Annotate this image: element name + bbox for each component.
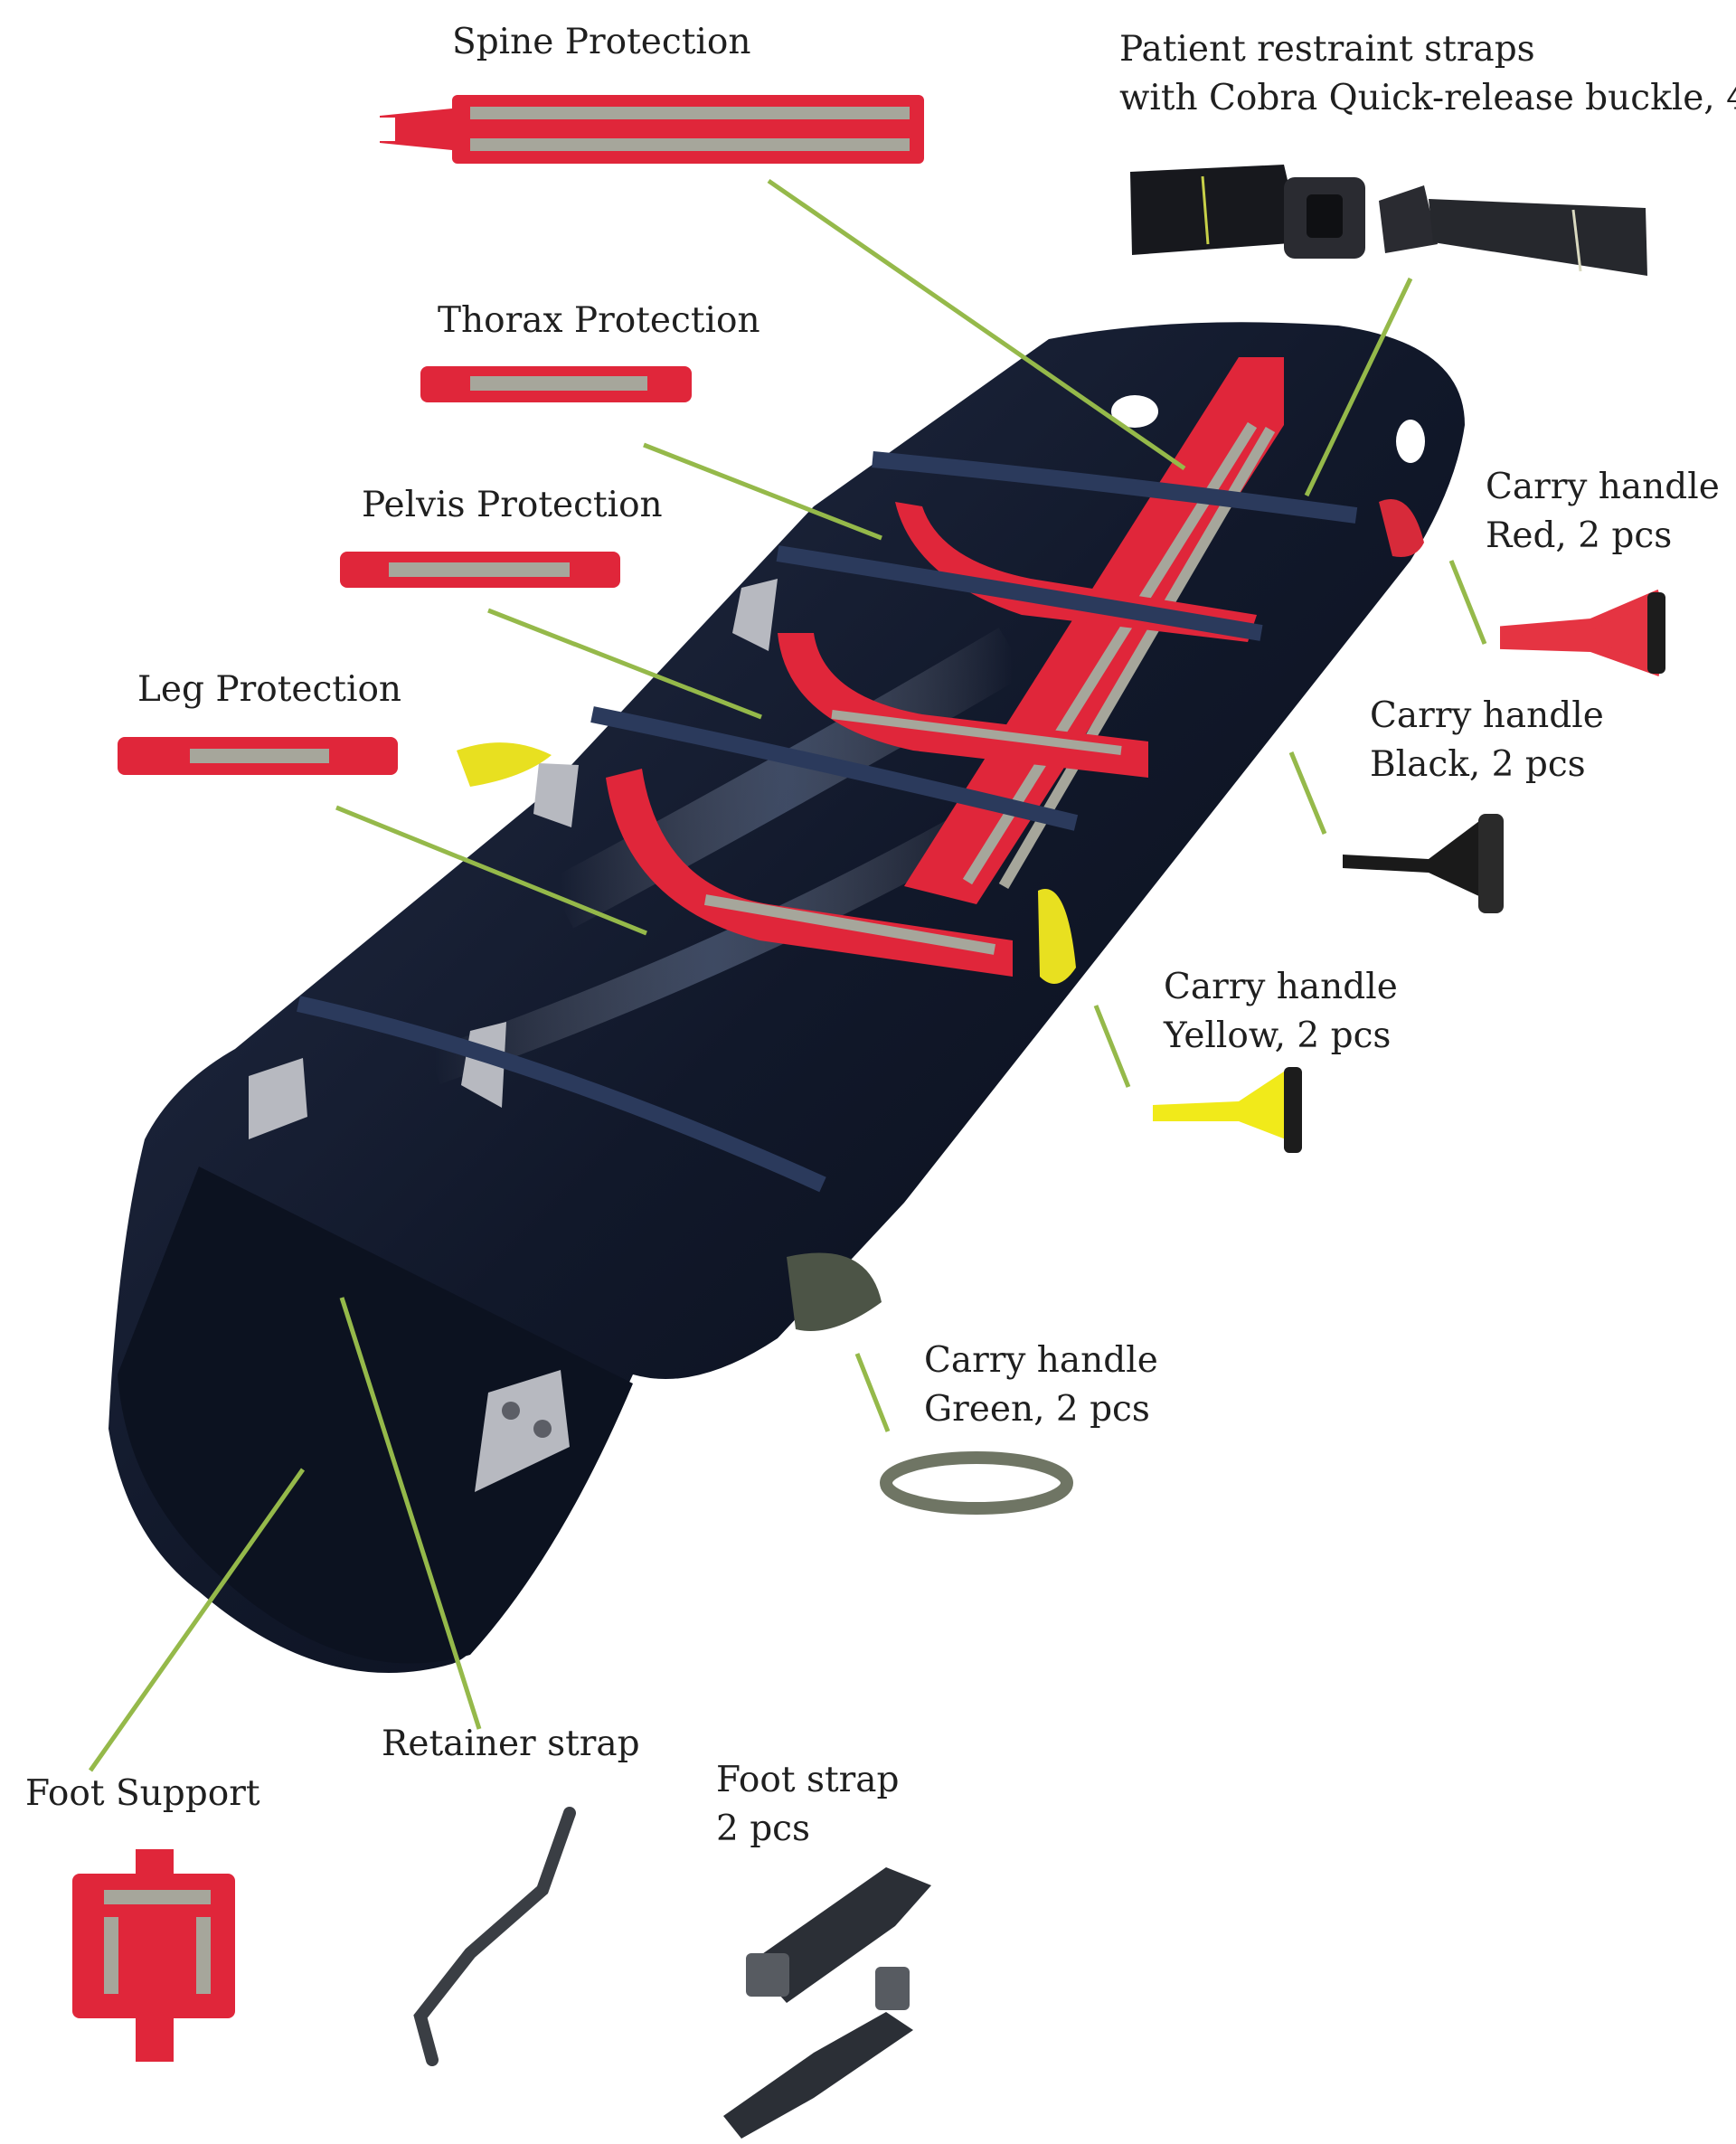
label-carry-green: Carry handle Green, 2 pcs [924, 1336, 1158, 1434]
label-thorax-text: Thorax Protection [438, 300, 760, 341]
leader-thorax [643, 442, 882, 541]
leader-black [1288, 751, 1327, 835]
label-retainer-strap: Retainer strap [382, 1720, 640, 1769]
label-pelvis-protection: Pelvis Protection [362, 481, 663, 530]
mounted-leg-protection [606, 769, 1013, 977]
leader-green [854, 1353, 891, 1432]
stretcher-straps [297, 451, 1358, 1193]
label-foot-strap-line2: 2 pcs [716, 1809, 811, 1849]
pelvis-protection-part [340, 552, 620, 588]
leader-retainer [339, 1297, 482, 1730]
leg-protection-part [118, 737, 398, 775]
label-leg-protection: Leg Protection [137, 666, 401, 714]
thorax-protection-part [420, 366, 692, 402]
label-pelvis-text: Pelvis Protection [362, 485, 663, 525]
label-carry-green-line2: Green, 2 pcs [924, 1389, 1150, 1430]
mounted-red-handle [1379, 499, 1424, 557]
label-patient-straps: Patient restraint straps with Cobra Quic… [1119, 25, 1736, 123]
label-foot-support: Foot Support [25, 1770, 260, 1818]
label-retainer-text: Retainer strap [382, 1724, 640, 1764]
leader-leg [335, 805, 647, 936]
label-carry-red: Carry handle Red, 2 pcs [1486, 463, 1720, 561]
red-carry-handle [1500, 589, 1665, 676]
mounted-pelvis-protection [778, 633, 1148, 778]
leader-yellow [1093, 1005, 1131, 1088]
label-foot-strap-line1: Foot strap [716, 1760, 900, 1800]
label-carry-yellow-line2: Yellow, 2 pcs [1164, 1015, 1392, 1056]
yellow-carry-handle [1153, 1067, 1302, 1153]
mounted-green-handle [787, 1252, 882, 1331]
label-straps-line2: with Cobra Quick-release buckle, 4 [1119, 78, 1736, 118]
foot-support-part [72, 1849, 235, 2062]
green-carry-handle [880, 1451, 1073, 1515]
label-leg-text: Leg Protection [137, 669, 402, 710]
leader-red [1448, 560, 1487, 645]
label-carry-black: Carry handle Black, 2 pcs [1370, 692, 1604, 789]
black-carry-handle [1343, 814, 1504, 913]
mounted-thorax-protection [895, 502, 1257, 642]
label-spine-text: Spine Protection [452, 22, 751, 62]
label-spine-protection: Spine Protection [452, 18, 750, 67]
label-carry-yellow-line1: Carry handle [1164, 967, 1398, 1007]
leader-pelvis [487, 608, 762, 720]
label-carry-black-line1: Carry handle [1370, 695, 1604, 736]
retainer-strap-part [413, 1807, 576, 2066]
spine-protection-part [375, 95, 924, 164]
leader-foot-support [88, 1468, 306, 1772]
mounted-yellow-handle-left [457, 742, 552, 787]
leader-spine [767, 178, 1186, 471]
label-foot-strap: Foot strap 2 pcs [716, 1756, 900, 1854]
restraint-strap-part [1130, 165, 1647, 276]
label-thorax-protection: Thorax Protection [438, 297, 760, 345]
leader-lines [88, 178, 1487, 1772]
label-foot-support-text: Foot Support [25, 1773, 260, 1814]
mounted-yellow-handle [1038, 889, 1076, 984]
label-carry-yellow: Carry handle Yellow, 2 pcs [1164, 963, 1398, 1061]
leader-straps [1304, 277, 1413, 497]
label-straps-line1: Patient restraint straps [1119, 29, 1535, 70]
foot-strap-part [723, 1867, 931, 2139]
label-carry-green-line1: Carry handle [924, 1340, 1158, 1381]
label-carry-black-line2: Black, 2 pcs [1370, 744, 1586, 785]
label-carry-red-line2: Red, 2 pcs [1486, 515, 1673, 556]
label-carry-red-line1: Carry handle [1486, 467, 1720, 507]
